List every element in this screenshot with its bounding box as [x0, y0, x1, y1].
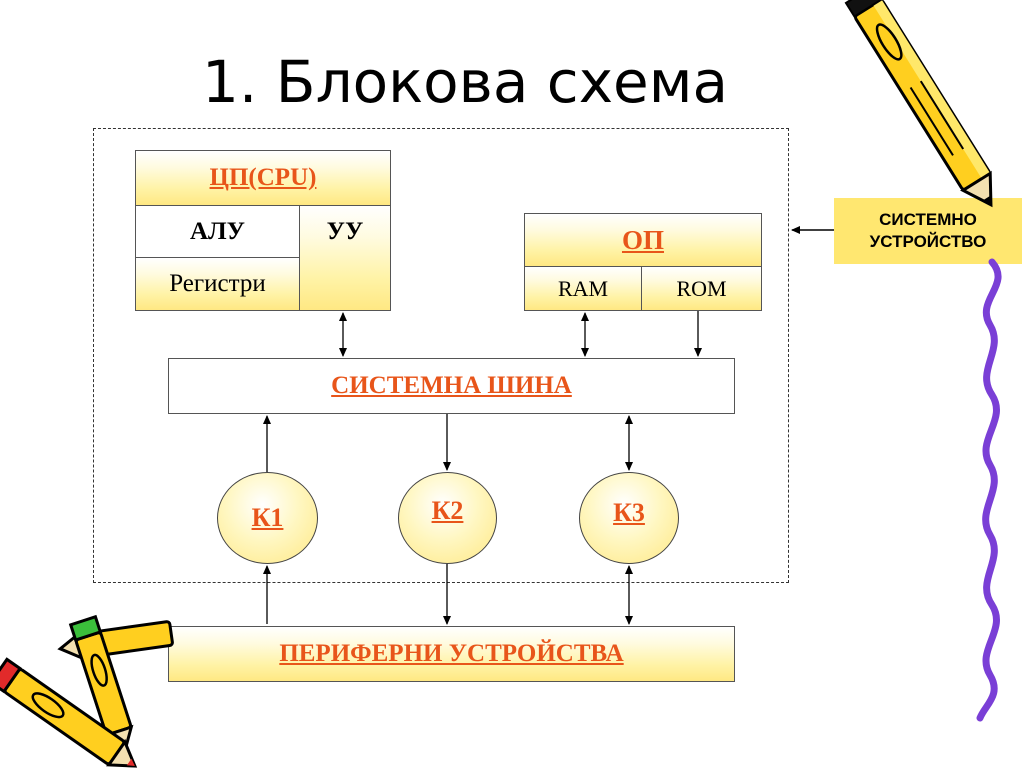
controller-k2: К2	[398, 472, 497, 564]
system-bus-box: СИСТЕМНА ШИНА	[168, 358, 735, 414]
controller-k3-label: К3	[613, 498, 645, 527]
system-bus-label: СИСТЕМНА ШИНА	[331, 372, 572, 399]
memory-label: ОП	[621, 224, 664, 255]
controller-k1: К1	[217, 472, 318, 564]
cpu-label: ЦП(CPU)	[209, 164, 317, 191]
rom-label: ROM	[676, 275, 727, 301]
wavy-line	[976, 258, 1002, 722]
ram-box: RAM	[524, 266, 642, 311]
registers-box: Регистри	[135, 257, 300, 311]
peripherals-label: ПЕРИФЕРНИ УСТРОЙСТВА	[279, 640, 624, 667]
controller-k2-label: К2	[431, 496, 464, 525]
cpu-header-box: ЦП(CPU)	[135, 150, 391, 206]
pencil-icon	[844, 0, 993, 208]
memory-header-box: ОП	[524, 213, 762, 267]
pencil-icon	[68, 614, 134, 753]
alu-label: АЛУ	[189, 217, 246, 245]
ram-label: RAM	[557, 275, 609, 301]
registers-label: Регистри	[169, 270, 266, 297]
cu-label: УУ	[326, 218, 364, 245]
controller-k1-label: К1	[251, 503, 284, 532]
controller-k3: К3	[579, 472, 679, 564]
control-unit-box: УУ	[299, 205, 391, 311]
pencil-icon	[0, 657, 138, 768]
system-device-boundary	[93, 128, 789, 583]
system-device-label: СИСТЕМНО УСТРОЙСТВО	[834, 198, 1022, 264]
rom-box: ROM	[641, 266, 762, 311]
alu-box: АЛУ	[135, 205, 300, 258]
peripherals-box: ПЕРИФЕРНИ УСТРОЙСТВА	[168, 626, 735, 682]
page-title: 1. Блокова схема	[202, 48, 728, 116]
